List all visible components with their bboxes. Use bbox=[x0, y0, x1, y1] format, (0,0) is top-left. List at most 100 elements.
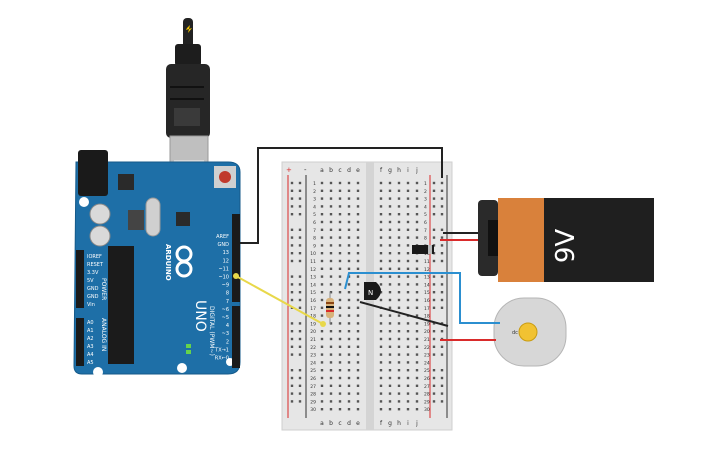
breadboard-hole[interactable] bbox=[397, 392, 401, 395]
arduino-uno-board[interactable]: ARDUINO UNO DIGITAL (PWM~) POWER ANALOG … bbox=[73, 150, 241, 377]
breadboard-hole[interactable] bbox=[415, 228, 419, 231]
rail-hole[interactable] bbox=[432, 181, 436, 185]
rail-hole[interactable] bbox=[432, 298, 436, 302]
breadboard-hole[interactable] bbox=[379, 361, 383, 364]
rail-hole[interactable] bbox=[298, 244, 302, 247]
breadboard-hole[interactable] bbox=[320, 283, 324, 286]
breadboard-hole[interactable] bbox=[320, 228, 324, 231]
rail-hole[interactable] bbox=[432, 189, 436, 192]
breadboard-hole[interactable] bbox=[356, 376, 360, 380]
breadboard-hole[interactable] bbox=[379, 236, 383, 239]
breadboard-hole[interactable] bbox=[329, 330, 333, 333]
battery-9v[interactable]: 9V bbox=[478, 198, 654, 282]
rail-hole[interactable] bbox=[298, 291, 302, 294]
breadboard-hole[interactable] bbox=[379, 259, 383, 263]
rail-hole[interactable] bbox=[432, 376, 436, 380]
rail-hole[interactable] bbox=[298, 369, 302, 372]
breadboard-hole[interactable] bbox=[347, 337, 351, 341]
breadboard-hole[interactable] bbox=[388, 306, 392, 309]
breadboard-hole[interactable] bbox=[415, 220, 419, 224]
rail-hole[interactable] bbox=[432, 306, 436, 309]
breadboard-hole[interactable] bbox=[388, 400, 392, 403]
breadboard-hole[interactable] bbox=[388, 330, 392, 333]
rail-hole[interactable] bbox=[298, 322, 302, 325]
breadboard-hole[interactable] bbox=[347, 298, 351, 302]
rail-hole[interactable] bbox=[298, 345, 302, 348]
breadboard-hole[interactable] bbox=[415, 314, 419, 317]
breadboard-hole[interactable] bbox=[406, 306, 410, 309]
breadboard-hole[interactable] bbox=[379, 275, 383, 278]
breadboard-hole[interactable] bbox=[338, 376, 342, 380]
rail-hole[interactable] bbox=[432, 213, 436, 216]
rail-hole[interactable] bbox=[440, 298, 444, 302]
rail-hole[interactable] bbox=[432, 291, 436, 294]
breadboard-hole[interactable] bbox=[356, 400, 360, 403]
diode[interactable] bbox=[412, 245, 434, 254]
rail-hole[interactable] bbox=[440, 330, 444, 333]
breadboard-hole[interactable] bbox=[320, 361, 324, 364]
breadboard-hole[interactable] bbox=[379, 330, 383, 333]
breadboard-hole[interactable] bbox=[356, 306, 360, 309]
breadboard-hole[interactable] bbox=[356, 337, 360, 341]
rail-hole[interactable] bbox=[432, 392, 436, 395]
breadboard-hole[interactable] bbox=[356, 220, 360, 224]
breadboard-hole[interactable] bbox=[329, 205, 333, 208]
breadboard-hole[interactable] bbox=[388, 267, 392, 270]
rail-hole[interactable] bbox=[298, 275, 302, 278]
breadboard-hole[interactable] bbox=[347, 228, 351, 231]
breadboard-hole[interactable] bbox=[397, 400, 401, 403]
breadboard-hole[interactable] bbox=[356, 291, 360, 294]
rail-hole[interactable] bbox=[440, 252, 444, 255]
breadboard-hole[interactable] bbox=[379, 244, 383, 247]
breadboard-hole[interactable] bbox=[347, 353, 351, 356]
rail-hole[interactable] bbox=[298, 376, 302, 380]
breadboard-hole[interactable] bbox=[379, 228, 383, 231]
breadboard-hole[interactable] bbox=[320, 291, 324, 294]
breadboard-hole[interactable] bbox=[347, 205, 351, 208]
breadboard-hole[interactable] bbox=[347, 369, 351, 372]
rail-hole[interactable] bbox=[432, 236, 436, 239]
breadboard-hole[interactable] bbox=[388, 205, 392, 208]
wire-pin10-yellow[interactable] bbox=[235, 275, 324, 325]
digital-header-upper[interactable] bbox=[232, 214, 240, 302]
wire-gnd-black[interactable] bbox=[240, 147, 443, 244]
breadboard-hole[interactable] bbox=[415, 384, 419, 387]
breadboard-hole[interactable] bbox=[397, 384, 401, 387]
breadboard-hole[interactable] bbox=[415, 267, 419, 270]
breadboard-hole[interactable] bbox=[320, 267, 324, 270]
rail-hole[interactable] bbox=[290, 275, 294, 278]
breadboard-hole[interactable] bbox=[379, 392, 383, 395]
breadboard-hole[interactable] bbox=[415, 236, 419, 239]
breadboard-hole[interactable] bbox=[320, 244, 324, 247]
rail-hole[interactable] bbox=[432, 400, 436, 403]
breadboard-hole[interactable] bbox=[406, 181, 410, 185]
rail-hole[interactable] bbox=[432, 283, 436, 286]
breadboard-hole[interactable] bbox=[338, 275, 342, 278]
breadboard-hole[interactable] bbox=[388, 236, 392, 239]
breadboard-hole[interactable] bbox=[397, 228, 401, 231]
breadboard-hole[interactable] bbox=[329, 369, 333, 372]
breadboard-hole[interactable] bbox=[406, 283, 410, 286]
breadboard-hole[interactable] bbox=[338, 353, 342, 356]
rail-hole[interactable] bbox=[298, 197, 302, 200]
breadboard-hole[interactable] bbox=[338, 408, 342, 411]
breadboard-hole[interactable] bbox=[415, 213, 419, 216]
breadboard-hole[interactable] bbox=[406, 236, 410, 239]
npn-transistor[interactable]: N bbox=[364, 282, 381, 300]
breadboard-hole[interactable] bbox=[338, 244, 342, 247]
breadboard-hole[interactable] bbox=[397, 345, 401, 348]
rail-hole[interactable] bbox=[290, 181, 294, 185]
breadboard-hole[interactable] bbox=[320, 298, 324, 302]
breadboard-hole[interactable] bbox=[406, 189, 410, 192]
breadboard-hole[interactable] bbox=[347, 213, 351, 216]
breadboard-hole[interactable] bbox=[347, 314, 351, 317]
breadboard-hole[interactable] bbox=[338, 322, 342, 325]
rail-hole[interactable] bbox=[298, 353, 302, 356]
rail-hole[interactable] bbox=[432, 259, 436, 263]
breadboard-hole[interactable] bbox=[347, 252, 351, 255]
breadboard-hole[interactable] bbox=[356, 197, 360, 200]
breadboard-hole[interactable] bbox=[379, 408, 383, 411]
breadboard-hole[interactable] bbox=[320, 369, 324, 372]
breadboard-hole[interactable] bbox=[388, 314, 392, 317]
breadboard-hole[interactable] bbox=[347, 259, 351, 263]
